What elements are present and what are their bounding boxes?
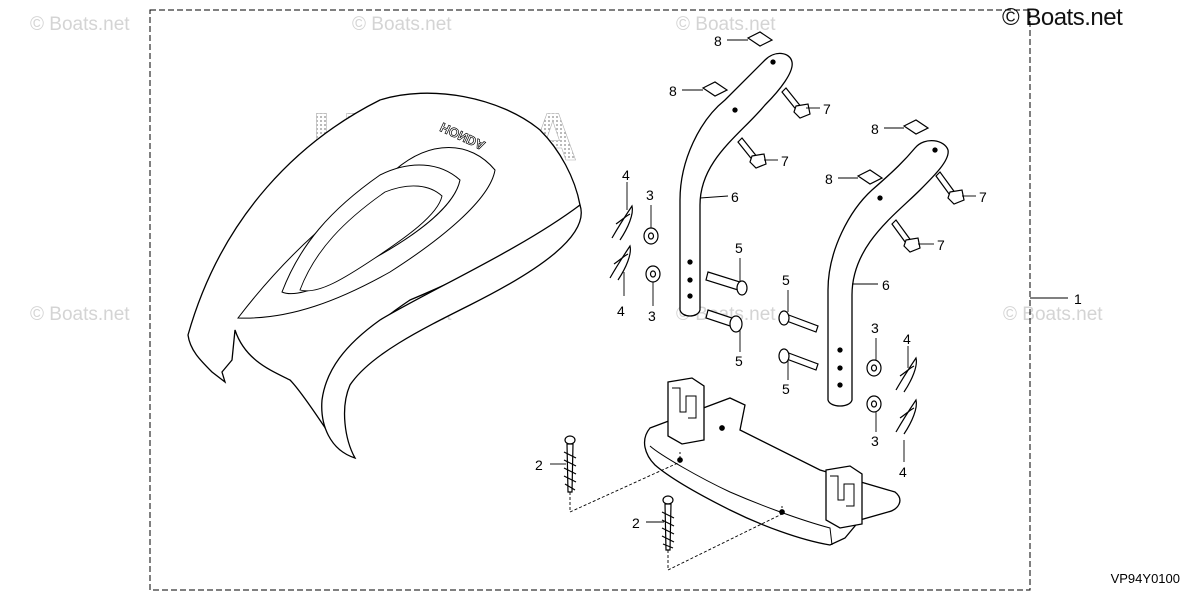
clip-nuts — [701, 31, 930, 185]
callout-3: 3 — [871, 433, 879, 449]
callout-3: 3 — [648, 308, 656, 324]
callout-3: 3 — [646, 187, 654, 203]
washers — [643, 227, 882, 413]
bolts — [737, 87, 965, 253]
callout-5: 5 — [735, 240, 743, 256]
left-frame — [679, 52, 793, 317]
callout-7: 7 — [781, 153, 789, 169]
copyright-label: © Boats.net — [1002, 4, 1123, 31]
callout-5: 5 — [782, 272, 790, 288]
callout-8: 8 — [669, 83, 677, 99]
callout-4: 4 — [899, 464, 907, 480]
assembly-border — [149, 9, 1031, 591]
leader-lines — [550, 39, 1068, 523]
callout-3: 3 — [871, 320, 879, 336]
callout-7: 7 — [823, 101, 831, 117]
watermark: © Boats.net — [1003, 304, 1103, 325]
right-frame — [827, 140, 949, 407]
guide-lines — [569, 450, 783, 571]
callout-8: 8 — [825, 171, 833, 187]
callout-5: 5 — [735, 353, 743, 369]
clips — [609, 204, 917, 435]
diagram-code: VP94Y0100 — [1110, 571, 1180, 586]
callout-2: 2 — [632, 515, 640, 531]
watermark: © Boats.net — [30, 304, 130, 325]
watermark: © Boats.net — [676, 304, 776, 325]
callout-4: 4 — [903, 331, 911, 347]
watermark: © Boats.net — [30, 14, 130, 35]
screws — [563, 435, 675, 551]
callout-7: 7 — [979, 189, 987, 205]
hood-cover: HONDA — [187, 92, 582, 460]
callout-6: 6 — [731, 189, 739, 205]
callout-4: 4 — [622, 167, 630, 183]
callout-6: 6 — [882, 277, 890, 293]
pins — [705, 271, 819, 371]
callout-8: 8 — [714, 33, 722, 49]
base-plate — [643, 377, 901, 546]
watermark: © Boats.net — [676, 14, 776, 35]
callout-4: 4 — [617, 303, 625, 319]
callout-8: 8 — [871, 121, 879, 137]
callout-7: 7 — [937, 237, 945, 253]
callout-2: 2 — [535, 457, 543, 473]
callout-5: 5 — [782, 381, 790, 397]
callouts: 1 2 2 3 3 3 3 4 4 4 4 5 5 5 5 6 6 7 7 7 … — [535, 33, 1082, 531]
callout-1: 1 — [1074, 291, 1082, 307]
watermark: © Boats.net — [352, 14, 452, 35]
